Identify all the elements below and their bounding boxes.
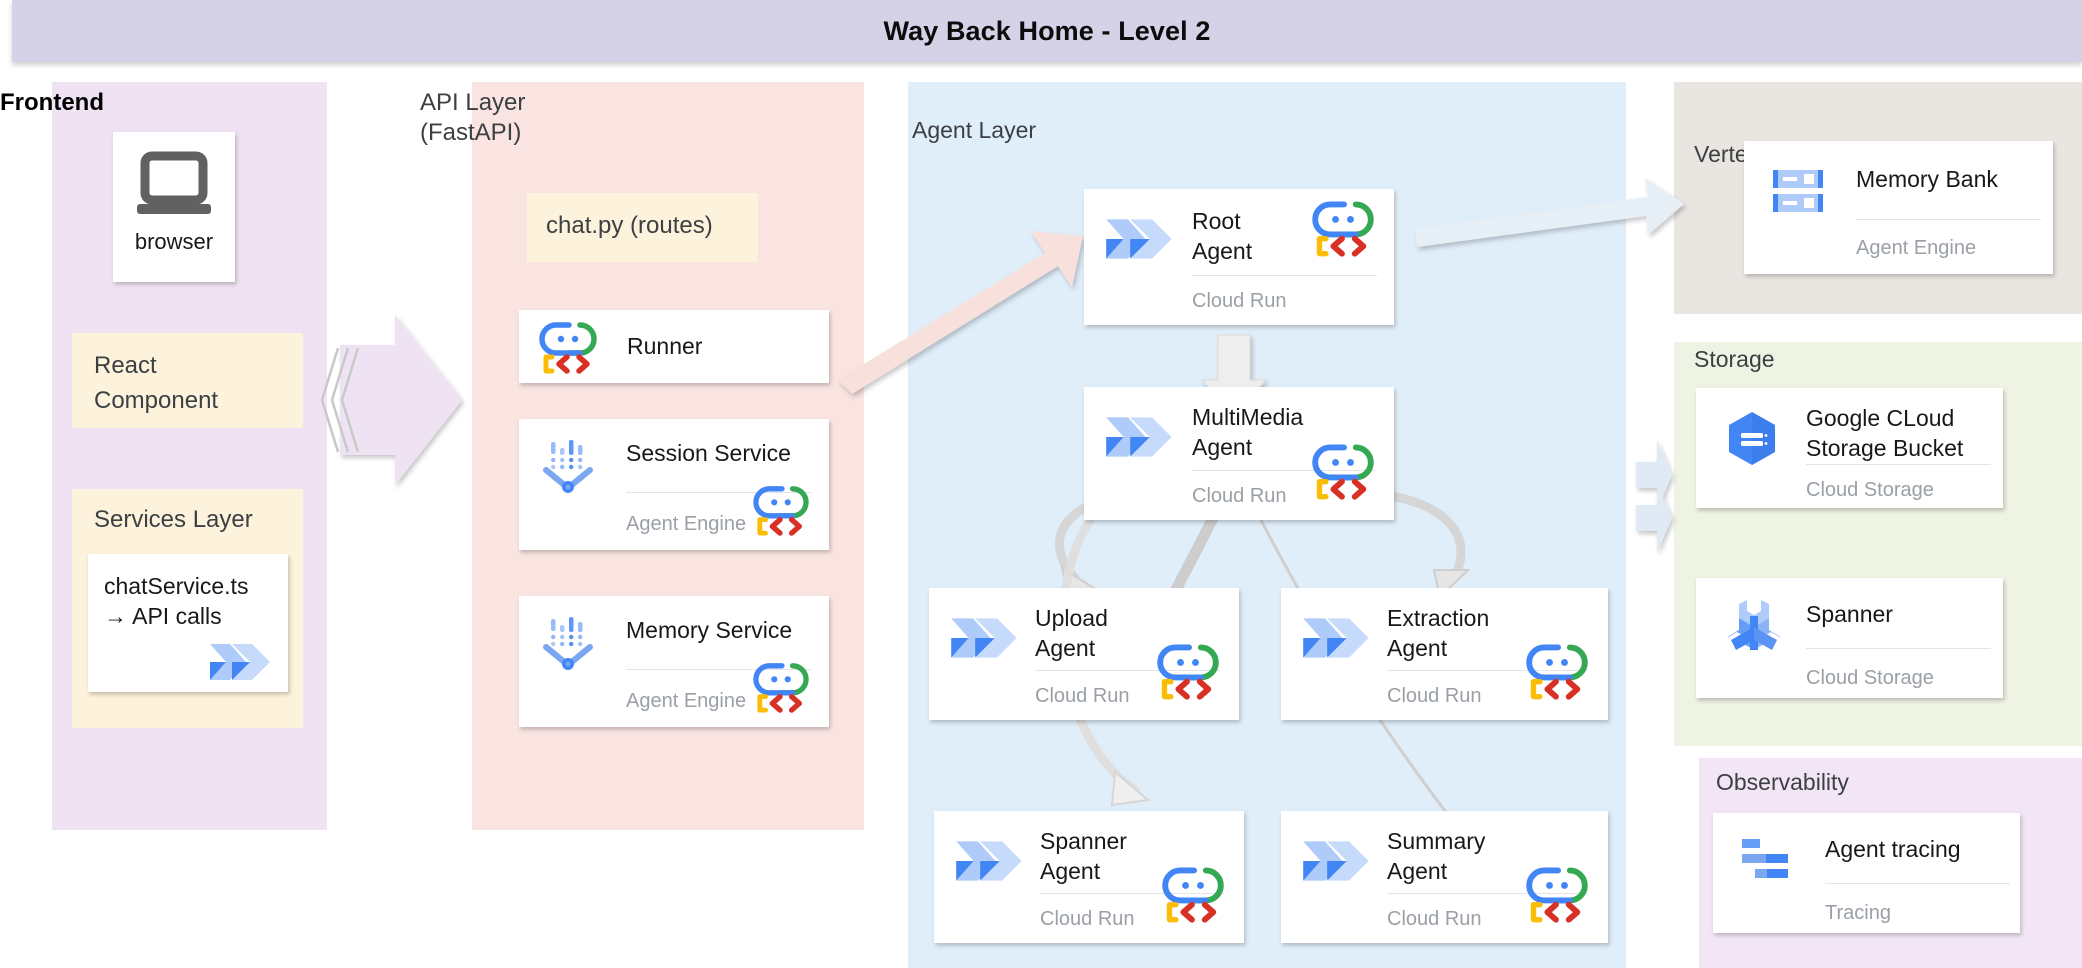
card-divider: [1806, 464, 1991, 465]
card-memory-bank-footer: Agent Engine: [1856, 237, 1977, 259]
adk-agent-icon: [539, 322, 597, 374]
card-chat-py[interactable]: chat.py (routes): [527, 193, 758, 262]
card-extraction-agent[interactable]: Extraction Agent Cloud Run: [1281, 588, 1608, 720]
card-upload-agent-footer: Cloud Run: [1035, 685, 1130, 707]
agent-tracing-icon: [1742, 839, 1788, 878]
card-chat-service[interactable]: chatService.ts → API calls: [88, 554, 288, 692]
card-gcs-bucket-footer: Cloud Storage: [1806, 479, 1934, 501]
card-services-layer-label: Services Layer: [94, 506, 253, 533]
card-divider: [1192, 470, 1377, 471]
card-root-agent[interactable]: Root Agent Cloud Run: [1084, 189, 1394, 325]
card-agent-tracing[interactable]: Agent tracing Tracing: [1713, 813, 2020, 933]
title-bar: Way Back Home - Level 2: [12, 0, 2082, 62]
card-multimedia-agent-footer: Cloud Run: [1192, 485, 1287, 507]
card-chat-py-label: chat.py (routes): [546, 212, 713, 239]
card-memory-bank-label: Memory Bank: [1856, 166, 1998, 192]
card-multimedia-agent[interactable]: MultiMedia Agent Cloud Run: [1084, 387, 1394, 520]
card-browser-label: browser: [134, 229, 214, 254]
card-memory-service-label: Memory Service: [626, 617, 793, 643]
card-upload-agent[interactable]: Upload Agent Cloud Run: [929, 588, 1239, 720]
card-divider: [1387, 670, 1587, 671]
cloud-run-icon: [1303, 618, 1369, 658]
card-summary-agent[interactable]: Summary Agent Cloud Run: [1281, 811, 1608, 943]
card-react-component-label: React Component: [94, 352, 219, 414]
card-spanner-agent-label: Spanner Agent: [1040, 828, 1127, 884]
card-agent-tracing-footer: Tracing: [1825, 902, 1891, 924]
cloud-run-icon: [956, 841, 1022, 881]
card-divider: [1040, 893, 1225, 894]
cloud-run-icon: [210, 644, 270, 680]
arrow-tail-lines: [320, 347, 360, 453]
card-runner[interactable]: Runner: [519, 310, 829, 383]
spanner-icon: [1727, 600, 1781, 650]
cloud-run-icon: [951, 618, 1017, 658]
adk-agent-icon: [1162, 867, 1224, 923]
card-memory-bank[interactable]: Memory Bank Agent Engine: [1744, 141, 2053, 274]
card-multimedia-agent-label: MultiMedia Agent: [1192, 404, 1304, 460]
card-spanner[interactable]: Spanner Cloud Storage: [1696, 578, 2003, 698]
adk-agent-icon: [1526, 644, 1588, 700]
card-divider: [1856, 219, 2041, 220]
card-summary-agent-footer: Cloud Run: [1387, 908, 1482, 930]
card-spanner-label: Spanner: [1806, 601, 1893, 627]
card-runner-label: Runner: [627, 333, 703, 359]
card-extraction-agent-footer: Cloud Run: [1387, 685, 1482, 707]
card-react-component[interactable]: React Component: [72, 333, 303, 428]
card-spanner-footer: Cloud Storage: [1806, 667, 1934, 689]
card-divider: [1825, 883, 2010, 884]
laptop-icon: [137, 151, 211, 214]
arrow-agent-to-storage: [1636, 440, 1672, 553]
card-memory-service-footer: Agent Engine: [626, 690, 747, 712]
card-upload-agent-label: Upload Agent: [1035, 605, 1108, 661]
arrow-frontend-to-api: [340, 315, 462, 485]
zone-label-storage: Storage: [1694, 346, 1775, 372]
card-memory-service[interactable]: Memory Service Agent Engine: [519, 596, 829, 727]
cloud-run-icon: [1303, 841, 1369, 881]
card-spanner-agent-footer: Cloud Run: [1040, 908, 1135, 930]
zone-label-agent-layer: Agent Layer: [912, 117, 1037, 143]
adk-agent-icon: [1526, 867, 1588, 923]
card-extraction-agent-label: Extraction Agent: [1387, 605, 1490, 661]
agent-engine-icon: [543, 440, 593, 493]
adk-agent-icon: [1157, 644, 1219, 700]
page-title: Way Back Home - Level 2: [883, 16, 1211, 46]
card-session-service[interactable]: Session Service Agent Engine: [519, 419, 829, 550]
card-chat-service-label: chatService.ts → API calls: [104, 573, 249, 629]
adk-agent-icon: [753, 486, 809, 536]
cloud-storage-icon: [1729, 412, 1775, 465]
card-divider: [1806, 648, 1991, 649]
adk-agent-icon: [753, 663, 809, 713]
card-gcs-bucket[interactable]: Google CLoud Storage Bucket Cloud Storag…: [1696, 388, 2003, 508]
memory-bank-icon: [1773, 170, 1823, 212]
card-spanner-agent[interactable]: Spanner Agent Cloud Run: [934, 811, 1244, 943]
card-session-service-label: Session Service: [626, 440, 791, 466]
card-root-agent-label: Root Agent: [1192, 208, 1253, 264]
card-divider: [1035, 670, 1220, 671]
agent-engine-icon: [543, 617, 593, 670]
zone-label-frontend: Frontend: [0, 89, 104, 116]
card-gcs-bucket-label: Google CLoud Storage Bucket: [1806, 405, 1964, 461]
card-divider: [1192, 275, 1377, 276]
card-summary-agent-label: Summary Agent: [1387, 828, 1486, 884]
card-divider: [626, 492, 811, 493]
card-agent-tracing-label: Agent tracing: [1825, 836, 1961, 862]
card-divider: [626, 669, 811, 670]
adk-agent-icon: [1312, 444, 1374, 500]
adk-agent-icon: [1312, 201, 1374, 257]
cloud-run-icon: [1106, 219, 1172, 259]
card-browser[interactable]: browser: [113, 132, 235, 282]
zone-label-api-layer: API Layer (FastAPI): [420, 89, 526, 146]
zone-label-observability: Observability: [1716, 769, 1849, 795]
card-root-agent-footer: Cloud Run: [1192, 290, 1287, 312]
card-divider: [1387, 893, 1587, 894]
cloud-run-icon: [1106, 417, 1172, 457]
card-session-service-footer: Agent Engine: [626, 513, 747, 535]
